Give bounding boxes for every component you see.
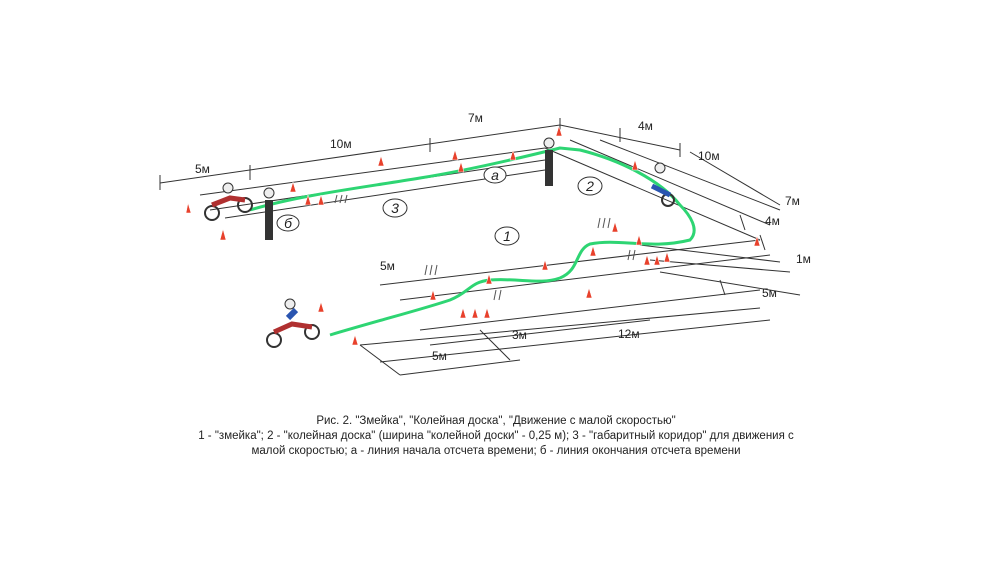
cone (483, 307, 491, 319)
marker-2: 2 (585, 178, 594, 194)
cone (541, 259, 549, 271)
motorcycle-left (204, 182, 253, 221)
dim-top-5m: 5м (195, 162, 210, 176)
caption-line-3: малой скоростью; а - линия начала отсчет… (251, 445, 741, 457)
cone (555, 125, 563, 137)
caption-line-1: Рис. 2. "Змейка", "Колейная доска", "Дви… (316, 415, 676, 427)
route-path (249, 146, 696, 337)
cones (185, 125, 761, 346)
marker-circles (276, 166, 603, 246)
cone (485, 273, 493, 285)
dim-top-4m: 4м (638, 119, 653, 133)
course-lines (159, 118, 801, 376)
cone (589, 245, 597, 257)
dim-bottom-3m: 3м (512, 328, 527, 342)
cone (663, 251, 671, 263)
dim-bottom-5m: 5м (432, 349, 447, 363)
motorcycle-bottom (266, 298, 320, 348)
inspector-right (543, 137, 555, 186)
dim-top-7m: 7м (468, 111, 483, 125)
dim-right-4m: 4м (765, 214, 780, 228)
cone (185, 202, 192, 214)
dim-right-10m: 10м (698, 149, 720, 163)
cone (509, 149, 517, 161)
inspector-left (263, 187, 275, 240)
cone (471, 307, 479, 319)
marker-b: б (284, 215, 293, 231)
dim-bottom-12m: 12м (618, 327, 640, 341)
cone (457, 161, 465, 173)
cone (635, 234, 643, 246)
marker-sticks (334, 194, 636, 301)
caption-line-2: 1 - "змейка"; 2 - "колейная доска" (шири… (198, 430, 794, 442)
marker-1: 1 (503, 228, 511, 244)
dim-left-5m: 5м (380, 259, 395, 273)
dim-right-1m: 1м (796, 252, 811, 266)
course-diagram: 3 1 2 а б 5м 10м 7м 4м 10м 7м 4м 1м 5м 5… (159, 111, 811, 376)
cone (451, 149, 459, 161)
cone (304, 194, 312, 206)
cone (351, 334, 359, 346)
cone (289, 181, 297, 193)
cone (585, 287, 593, 299)
marker-a: а (491, 167, 499, 183)
cone (317, 301, 325, 313)
cone (753, 235, 761, 247)
cone (611, 221, 619, 233)
dim-right-5m: 5м (762, 286, 777, 300)
dim-right-7m: 7м (785, 194, 800, 208)
figure-caption: Рис. 2. "Змейка", "Колейная доска", "Дви… (120, 414, 872, 459)
dim-top-10m: 10м (330, 137, 352, 151)
motorcycle-right (650, 162, 675, 207)
cone (631, 159, 639, 171)
marker-3: 3 (391, 200, 399, 216)
cone (317, 194, 325, 206)
cone (459, 307, 467, 319)
cone (377, 155, 385, 167)
cone (219, 228, 227, 241)
cone (429, 289, 437, 301)
cone (643, 254, 651, 266)
cone (653, 254, 661, 266)
